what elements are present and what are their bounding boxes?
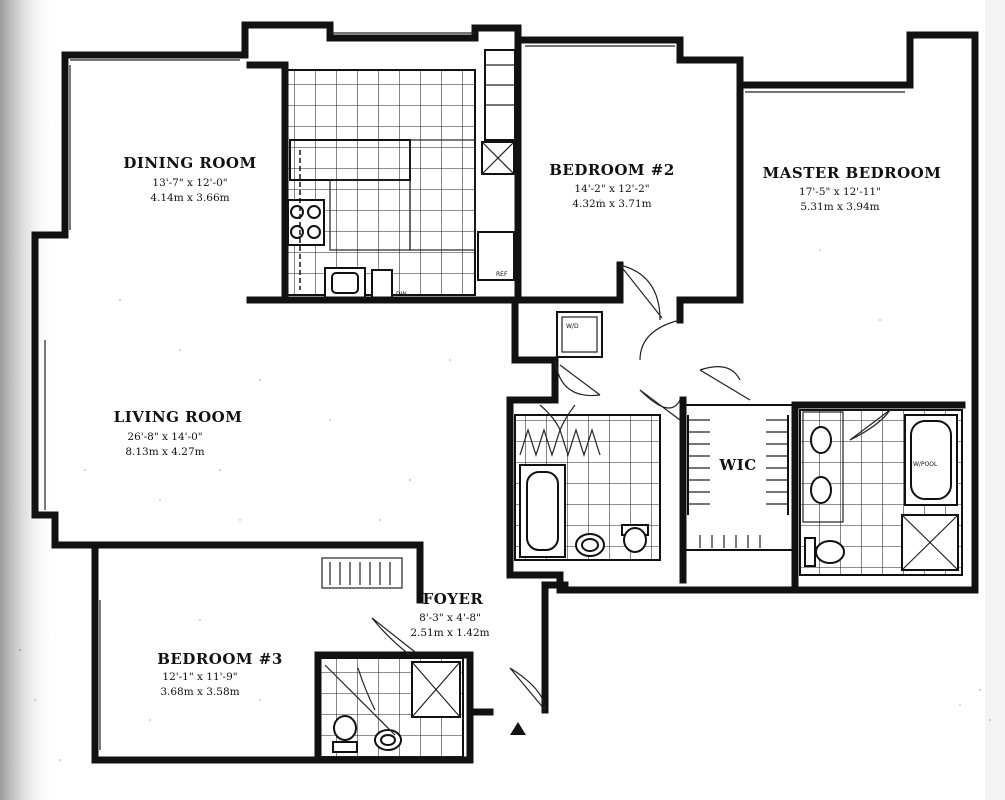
scan-shadow-right [985, 0, 1005, 800]
scan-shadow [0, 0, 55, 800]
kitchen: DW [284, 69, 476, 299]
bath3-toilet-icon [332, 715, 358, 753]
foyer-name: FOYER [423, 590, 484, 608]
bedroom3-dim-imperial: 12'-1" x 11'-9" [162, 671, 237, 683]
linen-closet: REF [477, 49, 516, 281]
whirlpool-tub-icon: W/POOL [904, 414, 958, 506]
washer-dryer: W/D [556, 311, 603, 358]
master-toilet-icon [804, 537, 845, 567]
scan-noise [19, 199, 991, 761]
room-bedroom-3: BEDROOM #3 12'-1" x 11'-9" 3.68m x 3.58m [157, 650, 283, 698]
master-bath: W/POOL [799, 409, 963, 576]
living-room-dim-metric: 8.13m x 4.27m [125, 446, 204, 458]
dining-room-dim-metric: 4.14m x 3.66m [150, 192, 229, 204]
bath3-shower-icon [411, 661, 461, 718]
entry-arrow-icon [510, 722, 526, 735]
living-room-dim-imperial: 26'-8" x 14'-0" [127, 431, 202, 443]
bedroom2-name: BEDROOM #2 [549, 161, 675, 179]
bedroom2-dim-metric: 4.32m x 3.71m [572, 198, 651, 210]
walk-in-closet [682, 404, 794, 551]
washer-dryer-label: W/D [566, 323, 579, 330]
windows [44, 32, 905, 750]
cooktop-icon [287, 199, 325, 246]
dining-room-name: DINING ROOM [123, 154, 256, 172]
shower-icon [901, 514, 959, 571]
doors [357, 264, 891, 711]
dining-room-dim-imperial: 13'-7" x 12'-0" [152, 177, 227, 189]
foyer-dim-imperial: 8'-3" x 4'-8" [419, 612, 481, 624]
walls [31, 21, 979, 764]
bedroom2-dim-imperial: 14'-2" x 12'-2" [574, 183, 649, 195]
bath-3 [317, 657, 464, 759]
living-room-name: LIVING ROOM [114, 408, 243, 426]
master-bedroom-dim-imperial: 17'-5" x 12'-11" [799, 186, 881, 198]
bedroom3-dim-metric: 3.68m x 3.58m [160, 686, 239, 698]
room-foyer: FOYER 8'-3" x 4'-8" 2.51m x 1.42m [410, 590, 489, 639]
bedroom3-name: BEDROOM #3 [157, 650, 283, 668]
bathtub-icon [519, 464, 566, 558]
bath3-sink-icon [374, 729, 402, 751]
room-dining: DINING ROOM 13'-7" x 12'-0" 4.14m x 3.66… [123, 154, 256, 204]
bedroom3-closet [321, 557, 403, 589]
whirlpool-label: W/POOL [913, 461, 938, 468]
kitchen-sink-icon [324, 267, 366, 299]
dishwasher-label: DW [396, 291, 407, 298]
master-bedroom-dim-metric: 5.31m x 3.94m [800, 201, 879, 213]
room-wic: WIC [718, 456, 756, 474]
foyer-dim-metric: 2.51m x 1.42m [410, 627, 489, 639]
room-master-bedroom: MASTER BEDROOM 17'-5" x 12'-11" 5.31m x … [763, 164, 942, 213]
room-living: LIVING ROOM 26'-8" x 14'-0" 8.13m x 4.27… [114, 408, 243, 458]
double-sink-icon [810, 426, 832, 504]
bath-2 [514, 414, 661, 561]
room-bedroom-2: BEDROOM #2 14'-2" x 12'-2" 4.32m x 3.71m [549, 161, 675, 210]
bath-sink-icon [575, 533, 605, 557]
refrigerator-label: REF [496, 271, 508, 278]
master-bedroom-name: MASTER BEDROOM [763, 164, 942, 182]
toilet-icon [621, 524, 649, 553]
wic-name: WIC [718, 456, 756, 474]
